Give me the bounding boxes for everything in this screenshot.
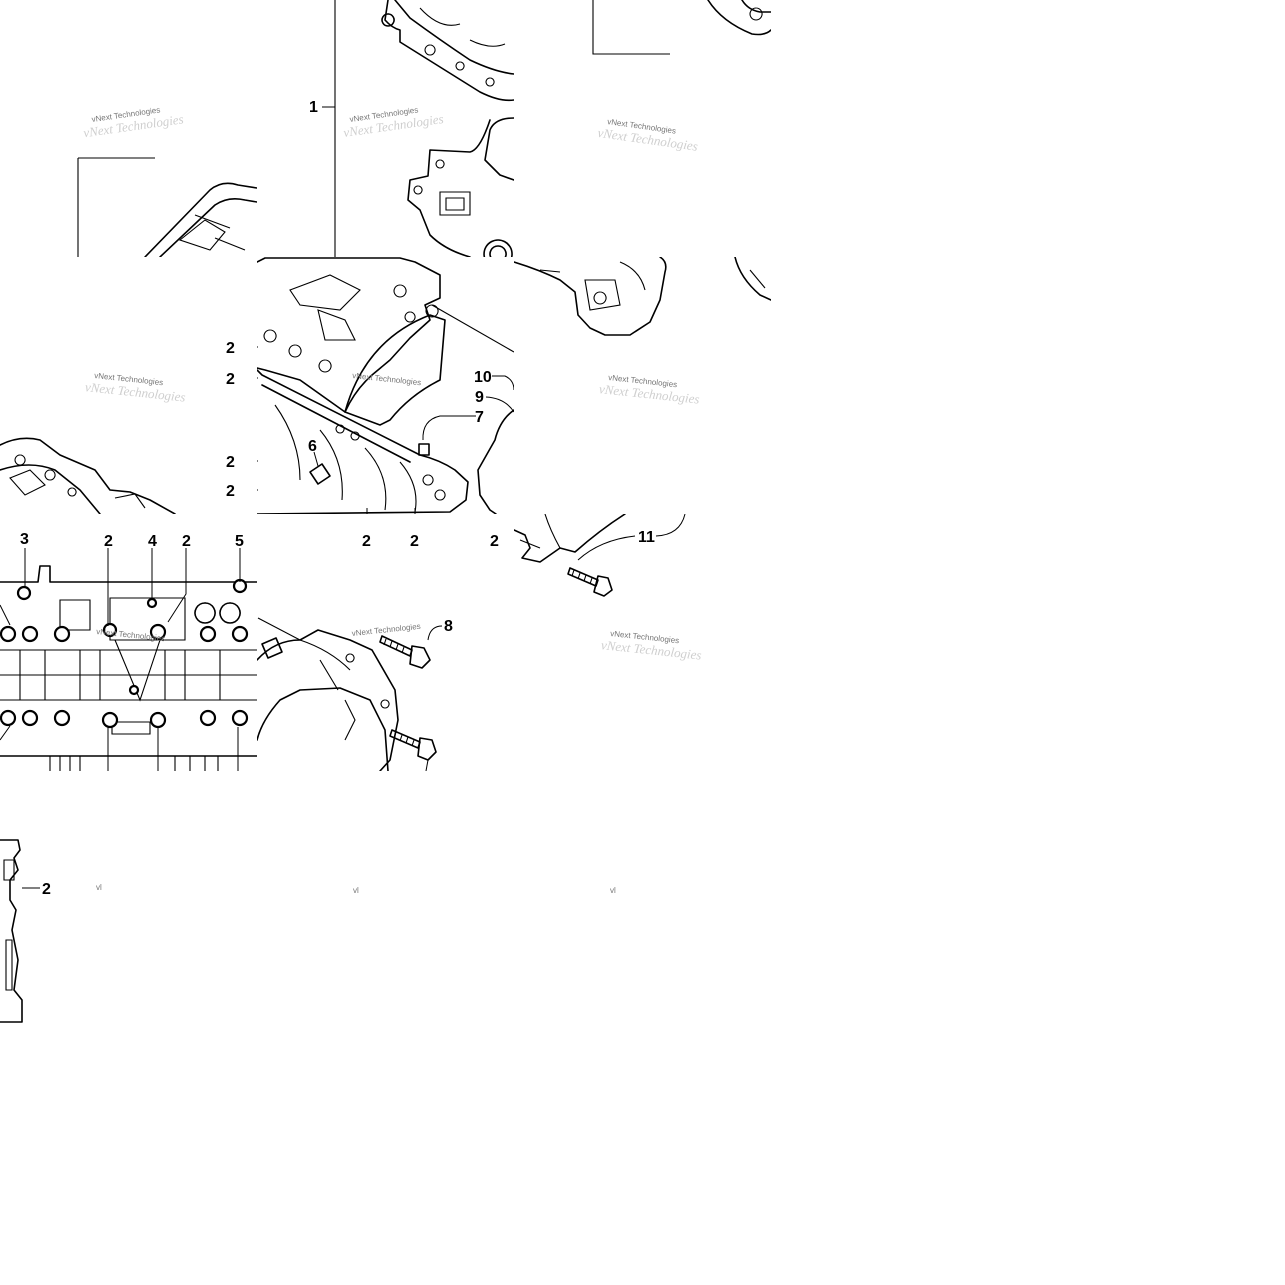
bolt-11-icon [567,567,613,597]
callout-4: 4 [148,533,157,550]
callout-2d: 2 [226,483,235,500]
bolt-lower-icon [389,729,437,761]
callout-2f: 2 [410,533,419,550]
callout-2g: 2 [490,533,499,550]
watermark-0-1: vNext Technologies vNext Technologies [342,105,444,140]
watermark-1-0: vNext Technologies vNext Technologies [84,371,186,405]
cover-outline-left [477,375,514,514]
callout-2e: 2 [362,533,371,550]
tile-1-0 [0,437,176,514]
watermark-partial-1: vl [96,883,102,892]
callout-8: 8 [444,618,453,635]
callout-2b: 2 [226,371,235,388]
callout-3: 3 [20,531,29,548]
callout-2j: 2 [42,881,51,898]
callout-2c: 2 [226,454,235,471]
tile-2-0 [0,548,257,771]
svg-text:vNext Technologies: vNext Technologies [351,622,421,638]
callout-11: 11 [638,529,655,546]
tile-0-1 [322,0,514,257]
callout-6: 6 [308,438,317,455]
callout-9: 9 [475,389,484,406]
callout-2i: 2 [182,533,191,550]
watermark-partial-2: vl [353,886,359,895]
callout-2a: 2 [226,340,235,357]
watermark-2-2: vNext Technologies vNext Technologies [600,629,702,663]
watermark-0-0: vNext Technologies vNext Technologies [82,105,184,140]
watermark-1-2: vNext Technologies vNext Technologies [598,373,700,407]
tile-0-0 [77,157,257,257]
watermark-partial-3: vl [610,886,616,895]
tile-3-0 [0,839,40,1023]
callout-7: 7 [475,409,484,426]
callout-2h: 2 [104,533,113,550]
callout-1: 1 [309,99,318,116]
tile-2-1 [257,617,443,771]
tile-2-2 [514,514,686,597]
tile-1-2 [514,257,771,336]
watermark-2-1: vNext Technologies [351,622,421,638]
bolt-8-icon [379,635,431,669]
tile-1-1 [257,257,514,514]
watermark-0-2: vNext Technologies vNext Technologies [597,117,699,154]
callout-10: 10 [474,369,492,386]
tile-0-2 [592,0,771,55]
callout-5: 5 [235,533,244,550]
